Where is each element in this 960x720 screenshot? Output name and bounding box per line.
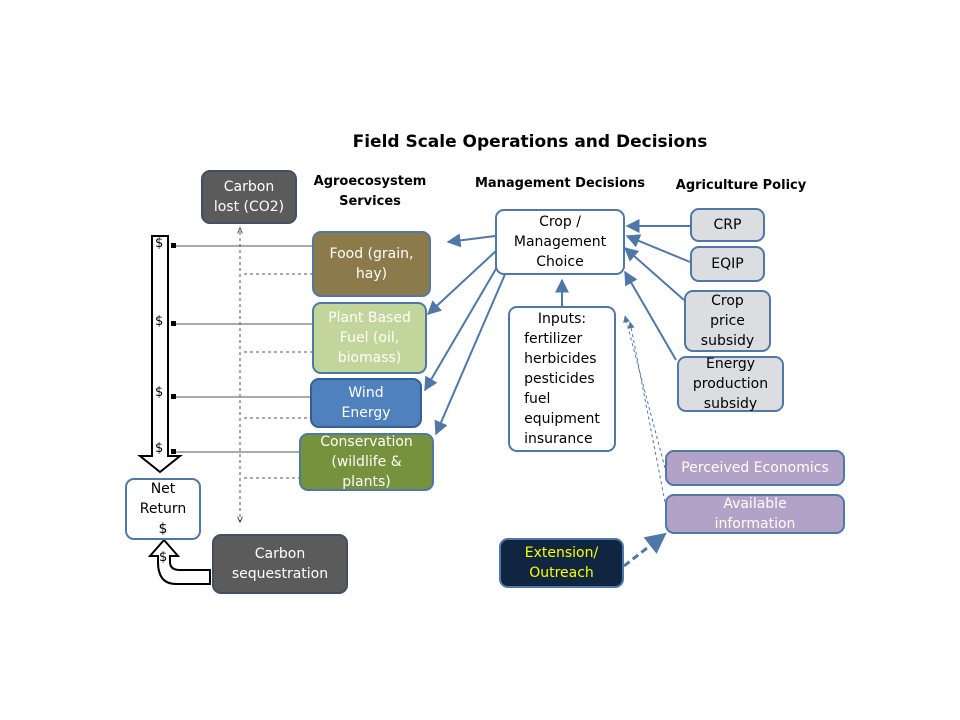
dollar-label-food: $ bbox=[155, 236, 164, 251]
header-agroecosystem-services: Agroecosystem Services bbox=[313, 174, 427, 209]
sequestration-up-arrow bbox=[147, 538, 211, 585]
eqip-policy-box: EQIP bbox=[690, 246, 765, 282]
perceived-economics-box: Perceived Economics bbox=[665, 450, 845, 486]
management-arrows bbox=[424, 219, 691, 436]
service-to-dollar-lines bbox=[174, 245, 312, 453]
dollar-label-fuel: $ bbox=[155, 314, 164, 329]
food-service-box: Food (grain,hay) bbox=[312, 231, 431, 297]
conservation-service-box: Conservation(wildlife &plants) bbox=[299, 433, 434, 491]
header-management-decisions: Management Decisions bbox=[474, 176, 646, 191]
revenue-down-arrow bbox=[137, 235, 183, 474]
dollar-label-sequestration: $ bbox=[159, 550, 168, 565]
header-agriculture-policy: Agriculture Policy bbox=[675, 178, 807, 193]
dollar-label-wind: $ bbox=[155, 385, 164, 400]
information-dashed-arrows bbox=[623, 315, 666, 503]
extension-dashed-arrow bbox=[623, 532, 667, 568]
crp-policy-box: CRP bbox=[690, 208, 765, 242]
diagram-title: Field Scale Operations and Decisions bbox=[352, 132, 708, 152]
carbon-dotted-lines bbox=[240, 228, 312, 522]
inputs-box: Inputs: fertilizer herbicides pesticides… bbox=[508, 306, 616, 452]
dot-markers bbox=[171, 243, 176, 454]
dollar-label-conservation: $ bbox=[155, 441, 164, 456]
extension-outreach-box: Extension/Outreach bbox=[499, 538, 624, 588]
